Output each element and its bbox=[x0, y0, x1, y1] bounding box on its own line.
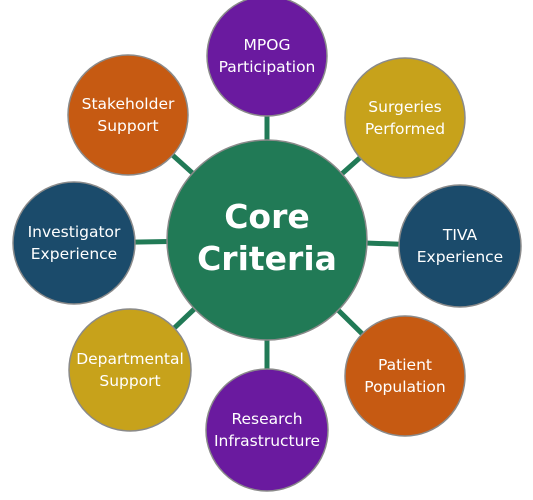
node-circle-stakeholder-support bbox=[67, 54, 189, 176]
node-label-mpog-participation-line-1: MPOG bbox=[244, 36, 291, 54]
node-label-mpog-participation-line-2: Participation bbox=[219, 58, 316, 76]
node-label-patient-population-line-1: Patient bbox=[378, 356, 432, 374]
connector-tiva-experience bbox=[364, 240, 402, 247]
node-label-tiva-experience-line-1: TIVA bbox=[442, 226, 478, 244]
node-circle-mpog-participation bbox=[206, 0, 328, 117]
outer-nodes: MPOGParticipationSurgeriesPerformedTIVAE… bbox=[12, 0, 522, 492]
node-label-surgeries-performed-line-1: Surgeries bbox=[368, 98, 441, 116]
center-node: Core Criteria bbox=[166, 139, 368, 341]
connector-stakeholder-support bbox=[169, 151, 196, 177]
node-circle-investigator-experience bbox=[12, 181, 136, 305]
node-circle-departmental-support bbox=[68, 308, 192, 432]
node-label-research-infrastructure-line-1: Research bbox=[231, 410, 302, 428]
node-circle-patient-population bbox=[344, 315, 466, 437]
node-label-surgeries-performed-line-2: Performed bbox=[365, 120, 445, 138]
node-label-departmental-support-line-1: Departmental bbox=[76, 350, 184, 368]
node-label-patient-population-line-2: Population bbox=[364, 378, 445, 396]
center-label-line-1: Core bbox=[224, 197, 310, 236]
node-label-departmental-support-line-2: Support bbox=[99, 372, 160, 390]
node-label-investigator-experience-line-2: Experience bbox=[31, 245, 117, 263]
center-circle bbox=[166, 139, 368, 341]
node-label-tiva-experience-line-2: Experience bbox=[417, 248, 503, 266]
node-circle-research-infrastructure bbox=[205, 368, 329, 492]
connector-departmental-support bbox=[171, 305, 198, 332]
node-tiva-experience: TIVA Experience bbox=[398, 184, 522, 308]
node-circle-tiva-experience bbox=[398, 184, 522, 308]
node-label-investigator-experience-line-1: Investigator bbox=[28, 223, 121, 241]
connectors bbox=[132, 114, 402, 371]
node-circle-surgeries-performed bbox=[344, 57, 466, 179]
connector-investigator-experience bbox=[132, 239, 170, 245]
node-label-research-infrastructure-line-2: Infrastructure bbox=[214, 432, 320, 450]
node-label-stakeholder-support-line-2: Support bbox=[97, 117, 158, 135]
center-label-line-2: Criteria bbox=[197, 239, 337, 278]
node-label-stakeholder-support-line-1: Stakeholder bbox=[82, 95, 175, 113]
connector-surgeries-performed bbox=[338, 154, 364, 177]
connector-patient-population bbox=[335, 307, 366, 338]
node-mpog-participation: MPOG Participation bbox=[206, 0, 328, 117]
